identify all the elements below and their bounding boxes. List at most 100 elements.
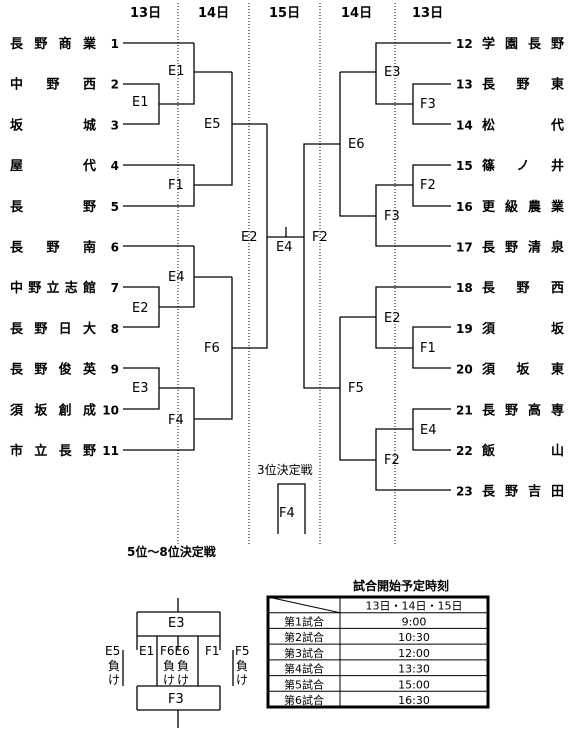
team-name-left: 長野 — [10, 200, 96, 215]
schedule-row-time: 15:00 — [398, 678, 430, 691]
line-e2-up — [159, 246, 195, 308]
label-r-e3: E3 — [384, 65, 401, 80]
team-name-left: 長野日大 — [10, 321, 96, 337]
schedule-diagonal — [267, 596, 341, 614]
consolation-e5: E5 — [105, 644, 120, 658]
third-place-lines — [277, 483, 306, 534]
team-name-right: 須坂東 — [481, 362, 564, 378]
line-f1-out — [194, 72, 233, 186]
team-number-right: 20 — [456, 363, 473, 377]
team-number-left: 7 — [111, 281, 119, 295]
team-name-left: 中野西 — [10, 77, 96, 93]
team-number-right: 14 — [456, 118, 473, 132]
line-f4-out — [194, 277, 233, 420]
day-separators — [177, 3, 396, 545]
team-name-left: 長野南 — [10, 240, 96, 256]
team-number-right: 22 — [456, 444, 473, 458]
team-name-right: 長野清泉 — [482, 240, 565, 256]
line-e1-up — [159, 43, 195, 105]
match-labels: E1 E1 F1 E5 E4 E2 E3 F4 F6 E2 E4 F2 E3 F… — [132, 64, 437, 468]
day-header-15: 15日 — [269, 6, 300, 21]
consolation-top: E3 — [168, 616, 185, 631]
team-number-left: 9 — [111, 363, 119, 377]
label-r-f2b: F2 — [384, 453, 400, 468]
consolation-e5-lose1: 負 — [108, 659, 120, 673]
third-place-title: 3位決定戦 — [257, 462, 313, 477]
team-number-right: 19 — [456, 322, 473, 336]
label-e5: E5 — [204, 117, 221, 132]
consolation-title: 5位～8位決定戦 — [127, 544, 217, 559]
day-header-13-left: 13日 — [130, 6, 161, 21]
team-name-left: 長野商業 — [10, 36, 97, 52]
team-name-right: 長野東 — [482, 77, 564, 93]
label-e3: E3 — [132, 381, 149, 396]
line-f2b-out — [339, 317, 376, 461]
match-f3-right-lines — [412, 83, 451, 125]
schedule-row-time: 16:30 — [398, 694, 430, 707]
team-number-left: 4 — [111, 159, 119, 173]
bracket-lines — [122, 42, 451, 728]
team-number-right: 18 — [456, 281, 473, 295]
consolation-mid-f1: F1 — [205, 644, 220, 658]
team-number-left: 1 — [111, 37, 119, 51]
day-header-14-left: 14日 — [198, 6, 229, 21]
consolation-lines — [122, 598, 234, 728]
schedule-row-time: 12:00 — [398, 647, 430, 660]
team-number-right: 13 — [456, 78, 473, 92]
schedule-header: 13日・14日・15日 — [366, 600, 463, 613]
label-r-e4: E4 — [420, 423, 437, 438]
team-name-left: 須坂創成 — [9, 402, 96, 418]
line-f6-out — [232, 124, 268, 349]
team-number-right: 16 — [456, 200, 473, 214]
team-name-left: 中野立志館 — [10, 280, 96, 296]
team-name-right: 長野吉田 — [482, 485, 564, 500]
schedule-title: 試合開始予定時刻 — [353, 578, 449, 593]
team-number-right: 21 — [456, 403, 473, 417]
team-name-right: 須坂 — [481, 321, 565, 337]
label-f1: F1 — [168, 178, 184, 193]
schedule-row-label: 第5試合 — [284, 677, 324, 691]
team-name-left: 長野俊英 — [10, 362, 97, 378]
consolation-f5-lose2: け — [236, 673, 248, 687]
team-name-right: 更級農業 — [482, 199, 565, 215]
team-number-left: 8 — [111, 322, 119, 336]
consolation-e6-lose2: け — [177, 673, 189, 687]
schedule-row-label: 第3試合 — [284, 646, 324, 660]
label-r-e2: E2 — [384, 311, 401, 326]
consolation-mid-e1: E1 — [139, 644, 154, 658]
consolation-f5: F5 — [235, 644, 250, 658]
label-center-e2: E2 — [241, 230, 258, 245]
label-e1a: E1 — [168, 64, 185, 79]
team-number-left: 10 — [102, 403, 119, 417]
team-name-right: 篠ノ井 — [482, 158, 564, 174]
team-number-right: 12 — [456, 37, 473, 51]
consolation-f6-lose1: 負 — [163, 659, 175, 673]
match-e3-right-lines — [375, 42, 451, 105]
label-center-f2: F2 — [312, 230, 328, 245]
label-f6: F6 — [204, 341, 220, 356]
team-number-left: 3 — [111, 118, 119, 132]
line-e6-out — [303, 143, 340, 389]
consolation-e5-lose2: け — [108, 673, 120, 687]
consolation-e6-lose1: 負 — [177, 659, 189, 673]
schedule-row-time: 9:00 — [402, 615, 427, 628]
consolation-f6-lose2: け — [163, 673, 175, 687]
consolation-mid-f6e6: F6E6 — [160, 644, 190, 658]
label-e4: E4 — [168, 270, 185, 285]
team-name-left: 坂城 — [10, 117, 96, 133]
day-header-14-right: 14日 — [341, 6, 372, 21]
label-r-f3b: F3 — [384, 209, 400, 224]
team-name-right: 松代 — [482, 117, 564, 133]
team-name-left: 屋代 — [10, 158, 96, 174]
schedule-row-time: 13:30 — [398, 663, 430, 676]
schedule-row-label: 第6試合 — [284, 693, 324, 707]
label-r-f2a: F2 — [420, 178, 436, 193]
schedule-border — [266, 595, 490, 709]
team-name-right: 長野高専 — [482, 402, 564, 418]
label-e1b: E1 — [132, 95, 149, 110]
team-number-left: 2 — [111, 78, 119, 92]
